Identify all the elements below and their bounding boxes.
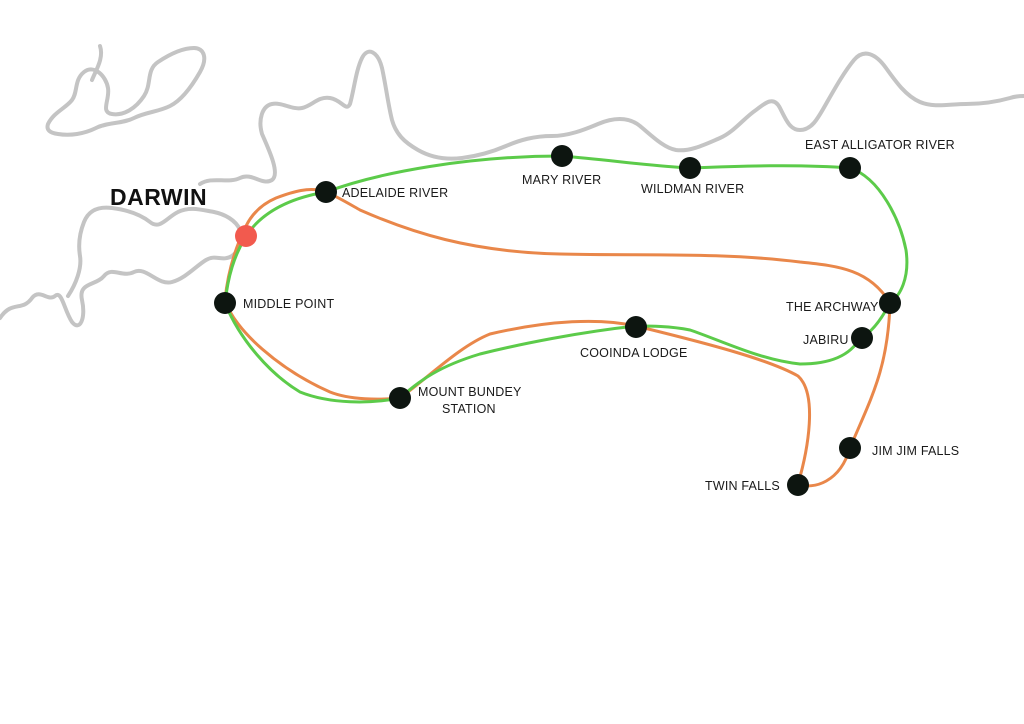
label-east-alligator-river: EAST ALLIGATOR RIVER — [805, 138, 955, 152]
label-mount-bundey-line1: MOUNT BUNDEY — [418, 385, 522, 399]
coastline — [0, 44, 1024, 328]
label-jim-jim-falls: JIM JIM FALLS — [872, 444, 959, 458]
label-mary-river: MARY RIVER — [522, 173, 601, 187]
stop-the-archway[interactable] — [879, 292, 901, 314]
stop-mary-river[interactable] — [551, 145, 573, 167]
city-label-darwin: DARWIN — [110, 184, 207, 210]
stop-twin-falls[interactable] — [787, 474, 809, 496]
stop-adelaide-river[interactable] — [315, 181, 337, 203]
stop-east-alligator-river[interactable] — [839, 157, 861, 179]
label-mount-bundey-line2: STATION — [442, 402, 496, 416]
label-wildman-river: WILDMAN RIVER — [641, 182, 744, 196]
coastline-inlet — [90, 44, 103, 82]
label-the-archway: THE ARCHWAY — [786, 300, 879, 314]
stop-mount-bundey-station[interactable] — [389, 387, 411, 409]
label-cooinda-lodge: COOINDA LODGE — [580, 346, 687, 360]
label-twin-falls: TWIN FALLS — [705, 479, 780, 493]
stop-cooinda-lodge[interactable] — [625, 316, 647, 338]
stop-jim-jim-falls[interactable] — [839, 437, 861, 459]
stop-jabiru[interactable] — [851, 327, 873, 349]
stop-middle-point[interactable] — [214, 292, 236, 314]
routes — [223, 154, 909, 488]
label-jabiru: JABIRU — [803, 333, 849, 347]
coastline-island — [45, 46, 207, 137]
label-adelaide-river: ADELAIDE RIVER — [342, 186, 448, 200]
label-middle-point: MIDDLE POINT — [243, 297, 334, 311]
stop-wildman-river[interactable] — [679, 157, 701, 179]
coastline-main — [0, 205, 244, 328]
start-marker[interactable] — [235, 225, 257, 247]
stops — [214, 145, 901, 496]
coastline-mid — [198, 49, 1024, 186]
labels: DARWIN ADELAIDE RIVER MARY RIVER WILDMAN… — [110, 138, 959, 493]
